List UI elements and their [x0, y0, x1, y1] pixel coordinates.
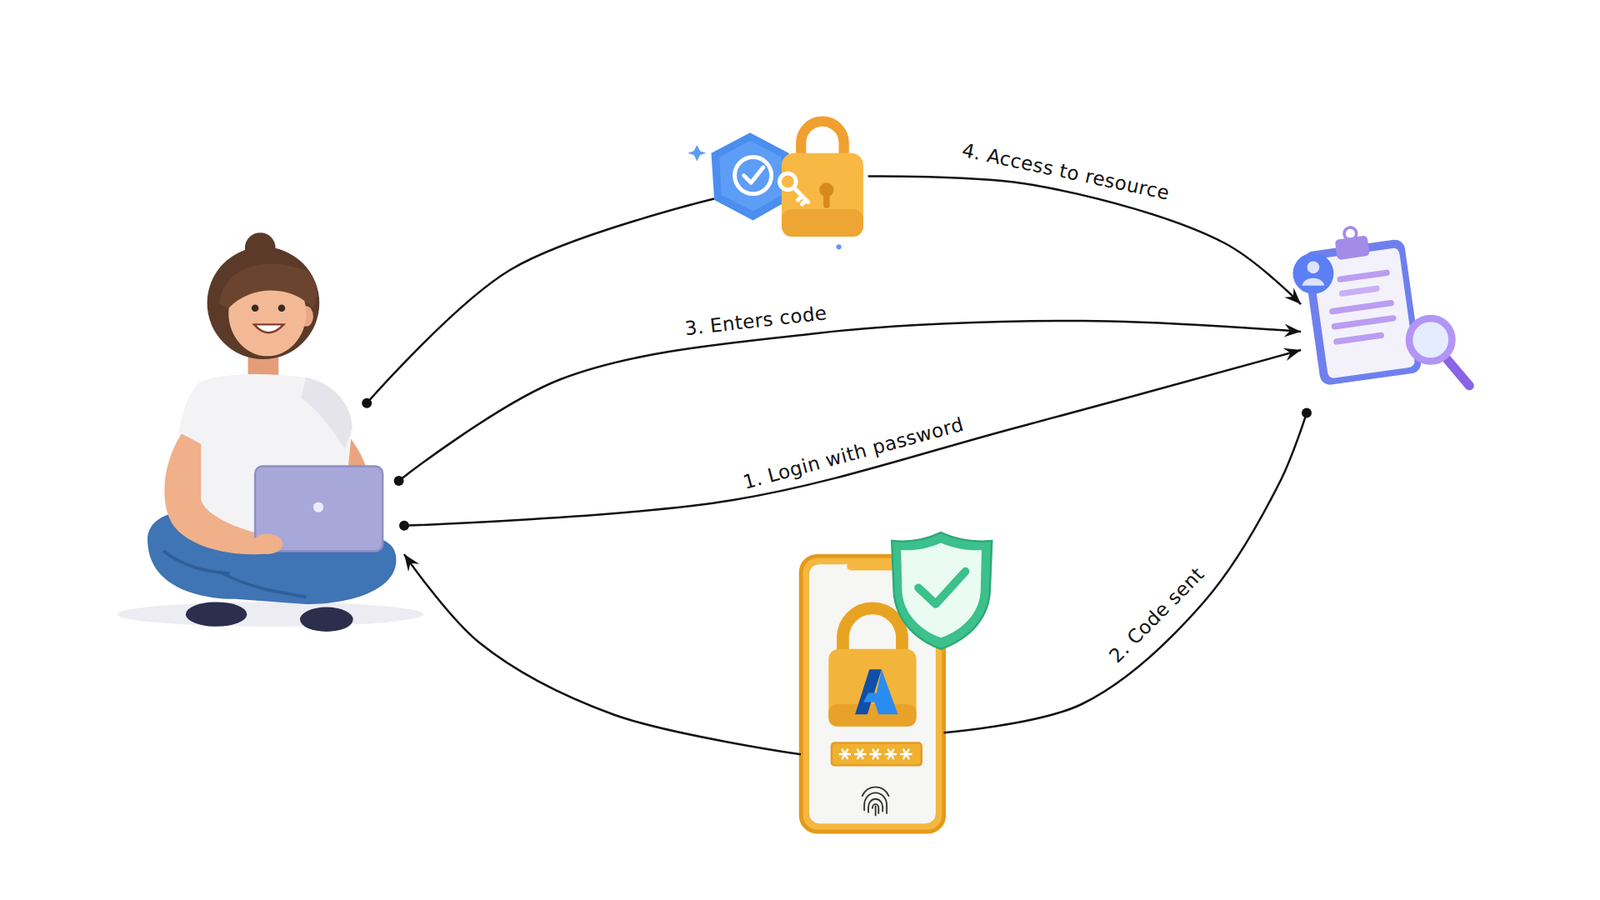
- security-icon-part: [823, 191, 830, 209]
- connector: [868, 175, 1301, 305]
- arrowhead: [1284, 324, 1302, 338]
- connector-group: [868, 175, 1301, 305]
- user-figure-part: [117, 601, 424, 626]
- connector: [404, 350, 1301, 526]
- phone-authenticator-part: [840, 750, 912, 760]
- phone-authenticator-part: [831, 742, 922, 765]
- phone-authenticator-part: [862, 786, 890, 815]
- connector-group: [404, 554, 801, 755]
- phone-authenticator-part-part: [903, 750, 909, 760]
- arrowhead: [1283, 348, 1301, 361]
- security-icon-part: [687, 145, 706, 162]
- phone-authenticator-part-part: [842, 750, 848, 760]
- user-figure-part: [300, 377, 352, 450]
- security-icon-part: [781, 209, 864, 237]
- resource-clipboard-part: [1409, 318, 1452, 361]
- phone-authenticator-part-part: [873, 750, 879, 760]
- resource-clipboard: [1287, 220, 1480, 421]
- phone-authenticator-part-part: [903, 750, 909, 760]
- user-figure-part: [207, 246, 320, 360]
- security-icon-part: [710, 132, 791, 220]
- connector: [404, 554, 801, 755]
- edge-label: 1. Login with password: [737, 412, 970, 495]
- security-icon-part: [794, 187, 809, 205]
- endpoint-dot: [394, 475, 405, 486]
- security-icon-part: [800, 121, 844, 159]
- user-figure-part: [278, 305, 286, 313]
- resource-clipboard-part: [1300, 220, 1423, 386]
- security-icon-part: [744, 167, 764, 183]
- edge-label: 2. Code sent: [1102, 560, 1211, 670]
- security-icon: [698, 125, 874, 250]
- security-icon: [687, 121, 864, 250]
- user-figure-part: [254, 324, 285, 333]
- user-figure-part: [300, 607, 354, 632]
- resource-clipboard-part-part: [1336, 269, 1390, 283]
- user-figure: [117, 232, 424, 632]
- phone-authenticator-part: [828, 704, 916, 727]
- phone-authenticator-part: [918, 571, 965, 605]
- phone-authenticator-part-part: [875, 805, 877, 815]
- security-icon-part: [781, 153, 864, 237]
- resource-clipboard-part: [1292, 253, 1334, 295]
- resource-clipboard-part-part: [1329, 300, 1395, 315]
- resource-clipboard-part-part: [1339, 285, 1381, 297]
- phone-authenticator-part-part: [888, 750, 894, 760]
- user-figure-part: [219, 264, 317, 309]
- phone-authenticator-part-part: [873, 750, 879, 760]
- user-figure-part: [163, 550, 230, 574]
- user-figure-part: [251, 305, 260, 313]
- user-figure-part: [219, 571, 306, 598]
- phone-authenticator-part-part: [862, 786, 890, 796]
- connector: [366, 199, 715, 404]
- phone-authenticator-part-part: [888, 750, 894, 760]
- resource-clipboard-part-part: [1343, 226, 1358, 241]
- phone-authenticator-part-part: [857, 750, 863, 760]
- resource-clipboard-part-part: [1333, 331, 1385, 345]
- resource-clipboard: [1292, 220, 1470, 386]
- endpoint-dot: [399, 520, 410, 531]
- endpoint-dot: [1301, 407, 1312, 418]
- phone-authenticator-part: [846, 562, 898, 571]
- user-figure-part: [313, 501, 324, 512]
- phone-authenticator: [795, 525, 996, 835]
- phone-authenticator: [800, 532, 992, 832]
- connector-group: [399, 348, 1301, 531]
- user-figure-part: [185, 601, 247, 626]
- resource-clipboard-part: [1301, 278, 1325, 286]
- resource-clipboard-part-part: [1330, 315, 1397, 330]
- resource-clipboard-part: [1307, 260, 1320, 274]
- phone-authenticator-part: [828, 649, 916, 727]
- user-figure: [137, 231, 405, 640]
- arrowhead: [1284, 287, 1301, 305]
- connector: [944, 412, 1307, 733]
- phone-authenticator-part: [891, 532, 992, 650]
- phone-authenticator-part: [900, 542, 982, 638]
- connector-group: [944, 407, 1312, 733]
- illustration-part: [117, 121, 1470, 832]
- endpoint-dot: [361, 398, 372, 409]
- arrowhead: [404, 554, 420, 572]
- security-icon-part: [835, 244, 841, 250]
- security-icon-part: [735, 157, 772, 195]
- phone-authenticator-part: [863, 669, 899, 715]
- resource-clipboard-part: [1446, 359, 1470, 386]
- security-icon-part: [719, 140, 784, 211]
- phone-authenticator-part-part: [857, 750, 863, 760]
- edge-label: 4. Access to resource: [957, 138, 1175, 205]
- user-figure-part: [251, 533, 283, 554]
- connector-group: [361, 199, 715, 409]
- phone-authenticator-part-part: [842, 750, 848, 760]
